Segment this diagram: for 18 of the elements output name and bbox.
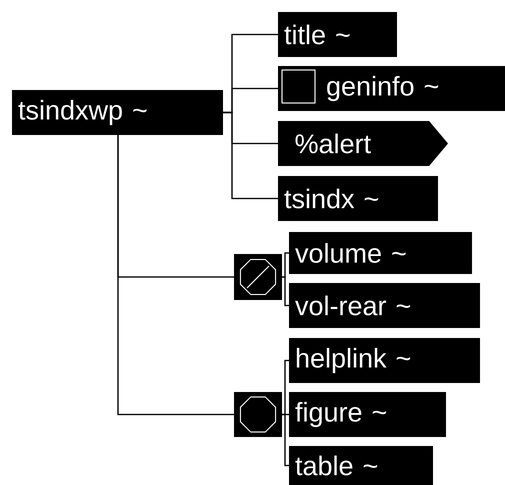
element-tag: vol-rear ~	[289, 283, 480, 328]
connector-line	[282, 360, 289, 416]
connector-line	[223, 112, 278, 200]
connector-line	[282, 252, 289, 278]
connector-line	[282, 276, 289, 306]
element-tag: %alert	[278, 121, 448, 166]
connector-line	[282, 414, 289, 466]
element-tag: title ~	[278, 12, 397, 57]
element-tag: geninfo ~	[278, 66, 505, 111]
connector-line	[117, 135, 234, 416]
element-tag: volume ~	[289, 232, 472, 274]
choice-symbol	[234, 254, 282, 300]
element-tag: tsindx ~	[278, 176, 438, 221]
choice-symbol	[234, 392, 282, 437]
element-tag: tsindxwp ~	[12, 90, 223, 135]
element-tag: table ~	[289, 446, 433, 485]
element-tag: helplink ~	[289, 338, 480, 383]
element-tag: figure ~	[289, 392, 446, 437]
